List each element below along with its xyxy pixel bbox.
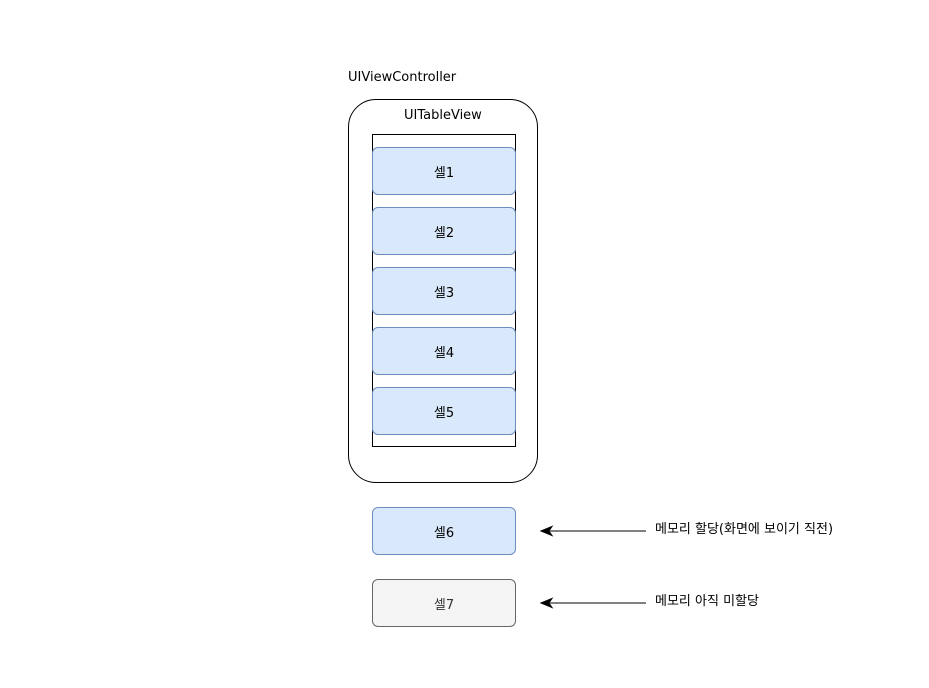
cell-2-label: 셀2 (433, 225, 455, 241)
cell-3: 셀3 (372, 267, 516, 315)
cell-5-label: 셀5 (433, 405, 455, 421)
view-controller-frame (348, 99, 538, 483)
cell-3-label: 셀3 (433, 285, 455, 301)
cell-1-label: 셀1 (433, 165, 455, 181)
cell-2: 셀2 (372, 207, 516, 255)
cell-7-note: 메모리 아직 미할당 (655, 594, 759, 609)
cell-4-label: 셀4 (433, 345, 455, 361)
cell-1: 셀1 (372, 147, 516, 195)
cell-6-label: 셀6 (433, 525, 455, 541)
arrow-to-cell-7 (539, 597, 646, 609)
cell-7-unallocated: 셀7 (372, 579, 516, 627)
cell-7-label: 셀7 (433, 597, 455, 613)
view-controller-label: UIViewController (348, 70, 457, 85)
cell-4: 셀4 (372, 327, 516, 375)
cell-5: 셀5 (372, 387, 516, 435)
arrow-to-cell-6 (539, 525, 646, 537)
cell-6-note: 메모리 할당(화면에 보이기 직전) (655, 522, 834, 537)
table-view-label: UITableView (404, 108, 482, 123)
cell-6-allocated: 셀6 (372, 507, 516, 555)
